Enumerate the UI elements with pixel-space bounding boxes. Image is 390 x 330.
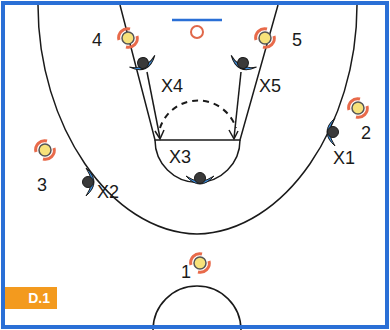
- defender-label: X3: [169, 148, 191, 166]
- three-point-arc: [38, 5, 357, 234]
- figure-number: D.1: [28, 291, 50, 305]
- player-number: 4: [92, 31, 102, 49]
- offense-player: [191, 254, 210, 273]
- defense-player: [186, 173, 214, 185]
- defender-label: X1: [333, 149, 355, 167]
- defense-moves: [147, 72, 241, 139]
- lane: [120, 5, 278, 140]
- court-lines: [38, 5, 357, 330]
- defense-player: [83, 168, 95, 196]
- defense-player: [327, 118, 339, 146]
- offense-player: [349, 99, 368, 118]
- center-circle: [153, 286, 241, 330]
- frame: [3, 3, 387, 327]
- backboard: [172, 19, 222, 22]
- offense-player: [36, 141, 55, 160]
- player-number: 5: [292, 31, 302, 49]
- defense-player: [128, 52, 158, 74]
- defender-label: X5: [259, 77, 281, 95]
- free-throw-circle: [155, 140, 240, 183]
- offense-player: [256, 29, 275, 48]
- defender-label: X4: [161, 77, 183, 95]
- player-number: 3: [37, 176, 47, 194]
- players: [36, 29, 368, 273]
- figure-tag: D.1: [5, 287, 57, 309]
- player-number: 2: [361, 124, 371, 142]
- offense-player: [119, 29, 138, 48]
- defense-player: [228, 52, 258, 74]
- basket: [191, 26, 203, 38]
- defender-label: X2: [97, 183, 119, 201]
- player-number: 1: [181, 263, 191, 281]
- free-throw-dashed: [160, 100, 236, 128]
